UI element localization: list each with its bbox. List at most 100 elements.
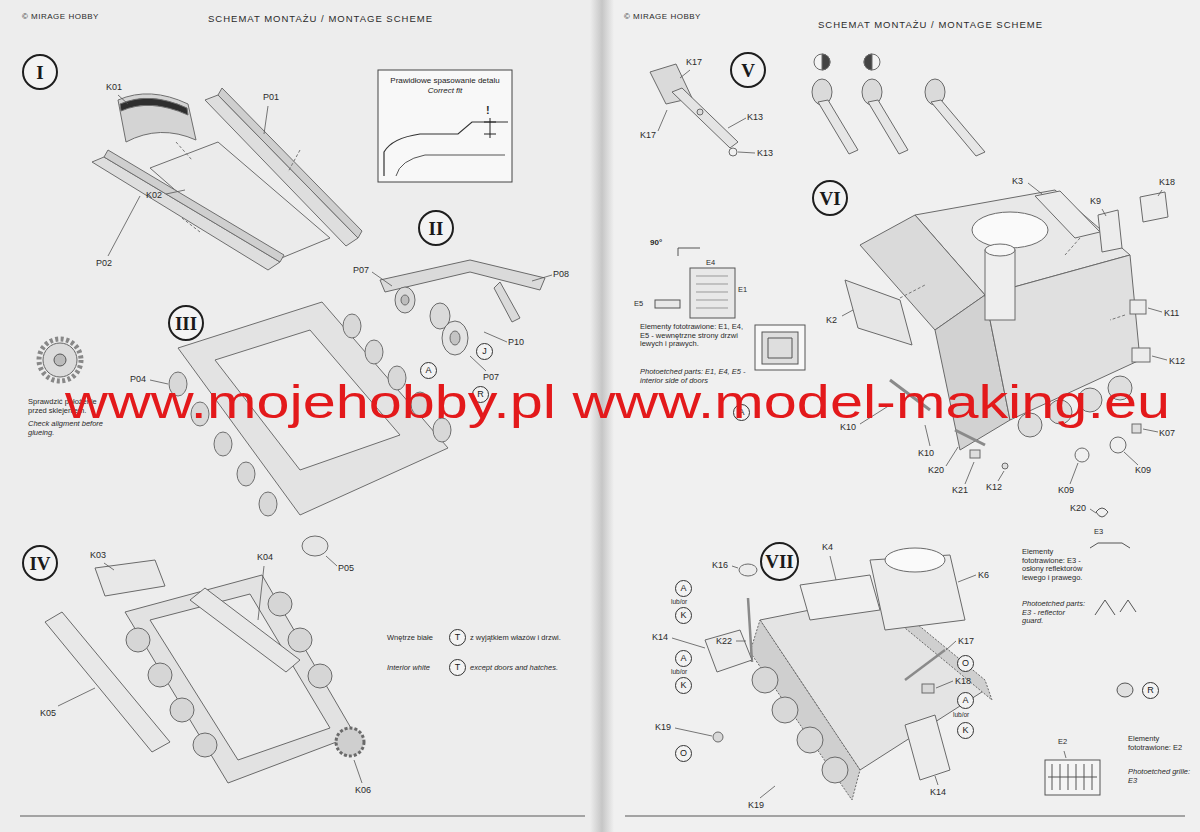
copyright: © MIRAGE HOBBY — [22, 12, 99, 21]
chassis — [302, 536, 328, 556]
paint-note: Interior white — [387, 664, 430, 673]
copyright: © MIRAGE HOBBY — [624, 12, 701, 21]
sprocket-wheel — [54, 354, 66, 366]
sprocket-wheel — [39, 339, 81, 381]
leader-line — [842, 310, 853, 316]
node-text: T — [455, 663, 461, 672]
leader-line — [118, 95, 128, 104]
gun-parts — [818, 100, 858, 154]
part-number: E5 — [634, 300, 643, 309]
leader-line — [1028, 183, 1042, 194]
alternative-note: lub/or — [671, 598, 687, 605]
paint-callout: K — [957, 722, 974, 739]
assembly-arrow — [1065, 238, 1080, 255]
assembled-tank — [922, 684, 934, 693]
part-number: K13 — [757, 148, 773, 158]
part-number: K02 — [146, 190, 162, 200]
leader-line — [532, 275, 552, 281]
part-number: K17 — [640, 130, 656, 140]
gun-parts — [864, 54, 880, 70]
step-number: III — [168, 305, 204, 341]
node-text: A — [680, 654, 686, 663]
photoetch-detail — [1096, 508, 1108, 517]
photoetch-detail — [1045, 508, 1136, 795]
leader-line — [58, 688, 95, 706]
tank-chassis — [95, 560, 165, 596]
suspension-bogie — [380, 260, 545, 355]
chassis — [365, 340, 383, 364]
assembled-tank — [750, 620, 860, 800]
tank-chassis — [45, 612, 170, 752]
paint-note: except doors and hatches. — [470, 664, 558, 673]
paint-callout: T — [449, 659, 466, 676]
leader-line — [732, 566, 738, 568]
hull-floor — [92, 88, 362, 270]
gun-parts — [729, 148, 737, 156]
assembled-tank — [800, 575, 880, 620]
part-number: K12 — [986, 482, 1002, 492]
upper-hull — [970, 450, 980, 458]
part-number: P07 — [353, 265, 369, 275]
part-number: E2 — [1058, 738, 1067, 747]
sheet-header: SCHEMAT MONTAŻU / MONTAGE SCHEME — [208, 14, 433, 25]
fit-mark: ! — [486, 104, 490, 117]
hull-floor — [120, 98, 188, 115]
suspension-bogie — [401, 295, 409, 305]
gun-parts — [650, 54, 985, 156]
hull-floor — [118, 94, 196, 142]
node-text: K — [962, 726, 968, 735]
paint-callout: K — [675, 607, 692, 624]
suspension-bogie — [494, 282, 520, 322]
leader-line — [1158, 190, 1162, 196]
upper-hull — [1140, 192, 1168, 222]
part-number: K16 — [712, 560, 728, 570]
assembly-arrow — [900, 285, 925, 298]
fit-inset — [484, 118, 496, 138]
step-number: II — [418, 210, 454, 246]
gun-parts — [672, 88, 738, 148]
hull-floor — [104, 150, 284, 262]
leader-line — [680, 70, 690, 78]
tank-chassis — [308, 664, 332, 688]
assembled-tank — [905, 715, 950, 780]
node-subtext: Correct fit — [384, 86, 506, 96]
part-number: K12 — [1169, 356, 1185, 366]
part-number: E4 — [706, 259, 715, 268]
leader-line — [1064, 751, 1066, 758]
paint-callout: R — [1142, 682, 1159, 699]
hull-floor — [205, 95, 358, 246]
hull-floor — [218, 88, 362, 238]
leader-line — [1143, 429, 1158, 432]
photoetch-note: Elementy fototrawione: E2 — [1128, 735, 1194, 752]
part-number: K14 — [652, 632, 668, 642]
photoetch-detail — [755, 325, 805, 370]
node-text: K — [680, 611, 686, 620]
assembly-arrow — [182, 218, 200, 232]
paint-note: z wyjątkiem włazów i drzwi. — [470, 634, 561, 643]
assembled-tank — [905, 650, 945, 680]
tank-chassis — [193, 733, 217, 757]
fit-inset — [396, 155, 505, 176]
leader-line — [965, 462, 974, 484]
assembly-arrow — [900, 238, 1125, 320]
part-number: P05 — [338, 563, 354, 573]
upper-hull — [1130, 300, 1146, 314]
node-text: Prawidłowe spasowanie detalu — [384, 76, 506, 86]
leader-line — [672, 638, 705, 648]
part-number: K17 — [958, 636, 974, 646]
part-number: K20 — [928, 465, 944, 475]
part-number: K09 — [1135, 465, 1151, 475]
leader-line — [936, 681, 953, 688]
photoetch-detail — [655, 300, 680, 308]
gun-parts — [822, 54, 830, 70]
detail-inset: Prawidłowe spasowanie detaluCorrect fit — [378, 70, 512, 182]
part-number: P02 — [96, 258, 112, 268]
alternative-note: lub/or — [671, 668, 687, 675]
paint-callout: T — [449, 629, 466, 646]
part-number: K04 — [257, 552, 273, 562]
node-text: VII — [765, 552, 794, 571]
part-number: K09 — [1058, 485, 1074, 495]
part-number: K03 — [90, 550, 106, 560]
fit-inset — [384, 122, 508, 176]
photoetch-detail — [768, 338, 792, 358]
